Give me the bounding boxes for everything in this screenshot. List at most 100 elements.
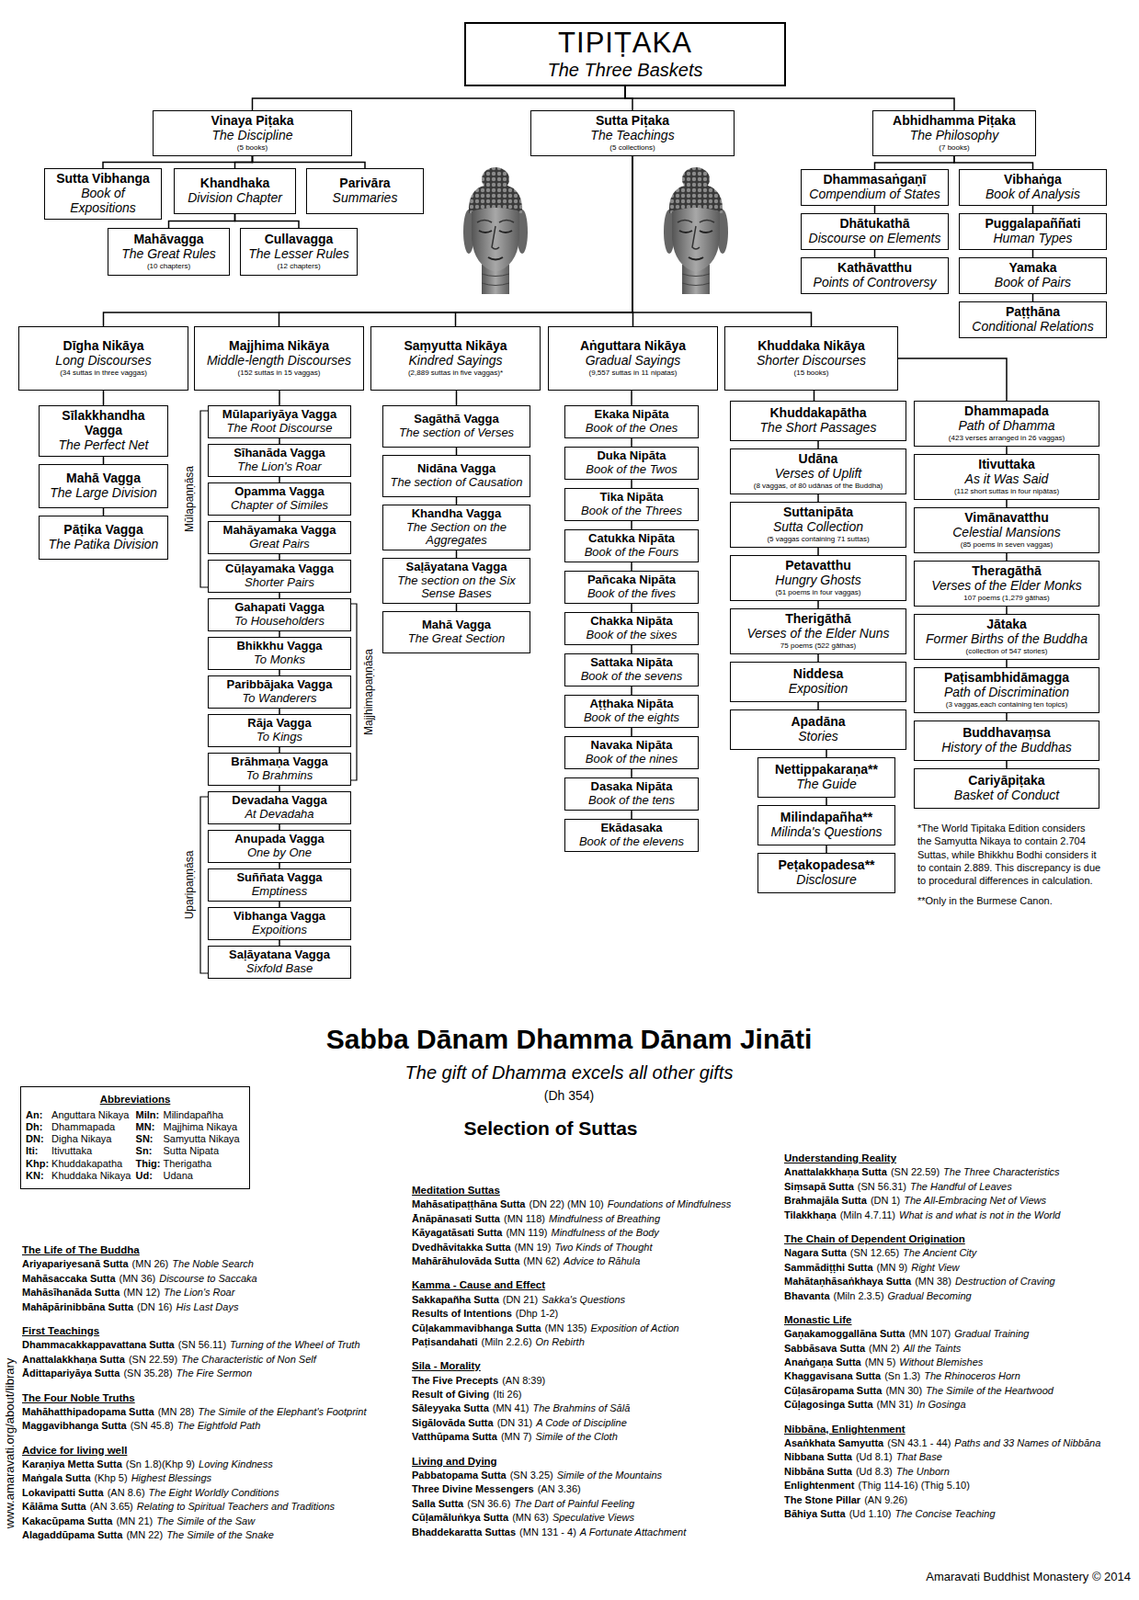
sutta-entry: Bhavanta(Miln 2.3.5)Gradual Becoming [784, 1289, 1134, 1304]
box-title: Tika Nipāta [569, 490, 695, 505]
box-subtitle: The Root Discourse [212, 421, 347, 436]
sutta-name: Nibbāna Sutta [784, 1466, 853, 1478]
sutta-entry: Nibbāna Sutta(Ud 8.3)The Unborn [784, 1465, 1134, 1480]
bracket-label: Majjhimapaṇṇāsa [362, 649, 376, 736]
sutta-entry: Ādittapariyāya Sutta(SN 35.28)The Fire S… [22, 1366, 409, 1381]
sutta-reference: (DN 21) [502, 1294, 539, 1306]
sutta-name: Dhammacakkappavattana Sutta [22, 1339, 175, 1351]
box-subtitle: Exposition [734, 682, 902, 697]
sutta-reference: (Khp 5) [94, 1472, 128, 1484]
sutta-reference: (MN 62) [523, 1255, 560, 1267]
box-title: Peṭakopadesa** [762, 858, 891, 874]
text-box: MahāvaggaThe Great Rules(10 chapters) [107, 227, 230, 276]
text-box: EkādasakaBook of the elevens [564, 819, 699, 853]
box-title: Parivāra [310, 176, 420, 192]
text-box: YamakaBook of Pairs [958, 257, 1107, 295]
box-subtitle: Book of Analysis [963, 187, 1103, 203]
text-box: DhātukathāDiscourse on Elements [800, 213, 949, 251]
sutta-entry: Ariyapariyesanā Sutta(MN 26)The Noble Se… [22, 1257, 409, 1272]
sutta-entry: Nibbana Sutta(Ud 8.1)That Base [784, 1450, 1134, 1465]
abbreviation-key: KN: [25, 1170, 49, 1183]
sutta-reference: (MN 30) [885, 1385, 923, 1397]
text-box: Saḷāyatana VaggaThe section on the Six S… [382, 558, 531, 604]
section-heading: Living and Dying [411, 1456, 498, 1468]
box-subtitle: Conditional Relations [963, 319, 1103, 335]
text-box: Bhikkhu VaggaTo Monks [207, 637, 352, 671]
box-title: Devadaha Vagga [212, 794, 347, 809]
sutta-entry: Mahāsatipaṭṭhāna Sutta(DN 22) (MN 10)Fou… [411, 1197, 778, 1212]
sutta-reference: (DN 16) [136, 1301, 173, 1313]
sutta-name: Mahāsīhanāda Sutta [22, 1287, 120, 1299]
box-title: Vinaya Piṭaka [157, 113, 348, 129]
sutta-translation: The Characteristic of Non Self [181, 1354, 317, 1366]
sutta-translation: The Handful of Leaves [910, 1181, 1013, 1193]
box-subtitle: The Philosophy [877, 128, 1032, 144]
sutta-translation: Mindfulness of Breathing [548, 1213, 661, 1225]
section-heading: The Life of The Buddha [22, 1244, 140, 1256]
section-heading: Nibbāna, Enlightenment [784, 1423, 906, 1436]
sutta-translation: The Concise Teaching [895, 1508, 996, 1520]
sutta-reference: (Sn 1.3) [884, 1370, 921, 1382]
text-box: Duka NipātaBook of the Twos [564, 446, 699, 480]
url-watermark: www.amaravati.org/about/library [2, 1357, 17, 1529]
box-subtitle: Shorter Discourses [728, 353, 894, 369]
sutta-reference: (MN 119) [505, 1227, 547, 1239]
sutta-name: Ādittapariyāya Sutta [22, 1367, 120, 1379]
sutta-translation: Foundations of Mindfulness [607, 1198, 732, 1210]
box-title: Dhātukathā [805, 216, 945, 232]
box-title: Puggalapaññati [963, 216, 1103, 232]
box-title: Ekādasaka [569, 821, 695, 836]
sutta-name: Sigālovāda Sutta [411, 1417, 494, 1429]
sutta-entry: Anaṅgaṇa Sutta(MN 5)Without Blemishes [784, 1355, 1134, 1370]
sutta-reference: (AN 8.6) [107, 1487, 146, 1499]
box-title: Cariyāpiṭaka [918, 774, 1095, 789]
text-box: Sīlakkhandha VaggaThe Perfect Net [38, 405, 169, 457]
sutta-column: Understanding RealityAnattalakkhaṇa Sutt… [784, 1150, 1134, 1522]
abbreviation-value: Samyutta Nikaya [162, 1133, 245, 1146]
section-heading-row: Monastic Life [784, 1312, 1134, 1328]
title-box: TIPIṬAKAThe Three Baskets [464, 22, 786, 87]
section-heading: Monastic Life [784, 1314, 852, 1326]
sutta-reference: (MN 107) [908, 1328, 951, 1340]
sutta-translation: Mindfulness of the Body [550, 1227, 659, 1239]
abbreviation-heading: Abbreviations [25, 1093, 245, 1107]
sutta-entry: Cūḷasāropama Sutta(MN 30)The Simile of t… [784, 1384, 1134, 1399]
heading: Sabba Dānam Dhamma Dānam Jināti [201, 1024, 937, 1056]
sutta-entry: Kālāma Sutta(AN 3.65)Relating to Spiritu… [22, 1500, 409, 1515]
sutta-name: Mahāsaccaka Sutta [22, 1273, 116, 1285]
tree-connector [817, 494, 820, 502]
box-subtitle: Book of the fives [569, 587, 695, 602]
sutta-entry: Cūḷamāluṅkya Sutta(MN 63)Speculative Vie… [411, 1511, 778, 1526]
section-heading-row: Kamma - Cause and Effect [411, 1277, 778, 1293]
text-box: TherigāthāVerses of the Elder Nuns75 poe… [729, 608, 907, 655]
tree-connector [817, 601, 820, 609]
text-box: KhuddakapāthaThe Short Passages [729, 400, 907, 442]
sutta-translation: A Fortunate Attachment [580, 1526, 686, 1538]
tree-connector [455, 603, 458, 612]
sutta-name: The Stone Pillar [784, 1494, 861, 1506]
abbreviation-value: Digha Nikaya [51, 1133, 134, 1146]
sutta-entry: Mahārāhulovāda Sutta(MN 62)Advice to Rāh… [411, 1254, 778, 1269]
sutta-entry: Paṭisandahati(Miln 2.2.6)On Rebirth [411, 1335, 778, 1350]
box-title: Vibhanga Vagga [212, 910, 347, 924]
box-subtitle: Discourse on Elements [805, 231, 945, 247]
text-box: Khuddaka NikāyaShorter Discourses(15 boo… [724, 326, 899, 391]
box-note: (51 poems in four vaggas) [734, 589, 902, 598]
sutta-entry: Tilakkhaṇa(Miln 4.7.11)What is and what … [784, 1208, 1134, 1223]
box-subtitle: Basket of Conduct [918, 788, 1095, 804]
sutta-column: The Life of The BuddhaAriyapariyesanā Su… [22, 1242, 409, 1543]
box-title: Saḷāyatana Vagga [387, 560, 526, 575]
abbreviation-value: Udana [162, 1170, 245, 1183]
sutta-entry: Results of Intentions(Dhp 1-2) [411, 1307, 778, 1322]
sutta-reference: (MN 26) [132, 1258, 170, 1270]
tree-connector [874, 250, 877, 258]
sutta-translation: Without Blemishes [899, 1356, 983, 1368]
sutta-entry: Cūḷakammavibhanga Sutta(MN 135)Expositio… [411, 1321, 778, 1336]
sutta-name: Gaṇakamoggallāna Sutta [784, 1328, 905, 1340]
text-box: Nidāna VaggaThe section of Causation [382, 455, 531, 498]
box-title: Dasaka Nipāta [569, 780, 695, 795]
box-title: Chakka Nipāta [569, 615, 695, 629]
text-box: ItivuttakaAs it Was Said(112 short sutta… [913, 454, 1100, 501]
tree-connector [630, 562, 633, 571]
sutta-reference: (Sn 1.8)(Khp 9) [125, 1458, 195, 1470]
